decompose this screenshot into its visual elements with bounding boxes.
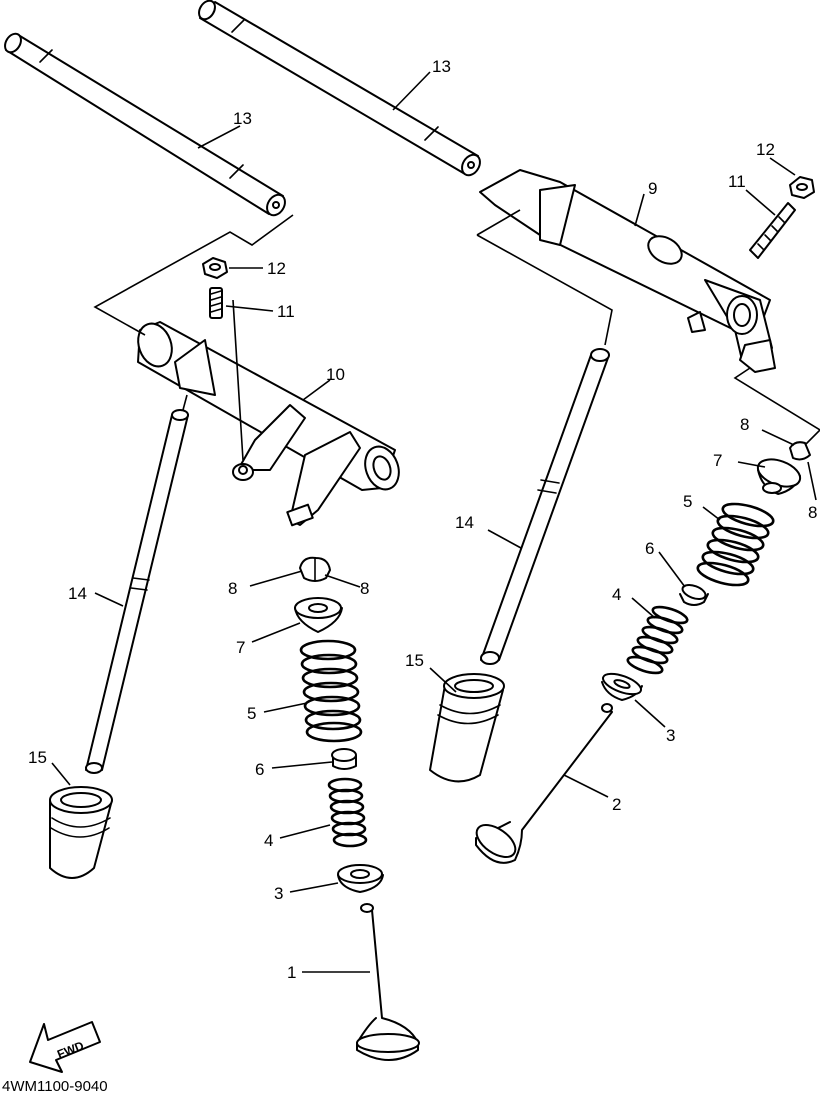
callout-14-left: 14 <box>68 584 87 603</box>
valve-retainer-right <box>756 458 802 495</box>
spring-seat-lower-right <box>601 672 643 701</box>
callout-3-right: 3 <box>666 726 675 745</box>
callout-5-left: 5 <box>247 704 256 723</box>
callout-13-left: 13 <box>233 109 252 128</box>
valve-cotter-left <box>299 556 331 582</box>
outer-spring-left <box>299 639 363 743</box>
valve-lifter-left <box>49 786 113 879</box>
valve-cotter-right <box>789 441 811 461</box>
intake-valve <box>356 903 420 1061</box>
callout-labels: 13 13 12 11 10 9 11 12 8 8 7 5 6 4 3 2 1… <box>28 57 817 982</box>
adjuster-nut-left <box>202 257 228 279</box>
callout-8-left-b: 8 <box>360 579 369 598</box>
spring-seat-upper-right <box>679 584 709 606</box>
callout-1: 1 <box>287 963 296 982</box>
callout-8-left-a: 8 <box>228 579 237 598</box>
callout-7-left: 7 <box>236 638 245 657</box>
forward-direction-arrow: FWD <box>29 1021 101 1073</box>
callout-4-right: 4 <box>612 585 621 604</box>
valve-lifter-right <box>429 673 505 783</box>
leader-lines <box>51 71 817 973</box>
callout-8-right-side: 8 <box>808 503 817 522</box>
callout-10: 10 <box>326 365 345 384</box>
assembly-guide-lines <box>93 209 820 461</box>
rocker-shaft-left <box>4 32 286 217</box>
callout-14-right: 14 <box>455 513 474 532</box>
callout-15-left: 15 <box>28 748 47 767</box>
diagram-code: 4WM1100-9040 <box>2 1078 108 1095</box>
push-rod-right <box>480 348 610 665</box>
callout-12-right: 12 <box>756 140 775 159</box>
valve-retainer-left <box>294 597 343 633</box>
callout-7-right: 7 <box>713 451 722 470</box>
callout-11-left: 11 <box>277 302 295 321</box>
exhaust-valve <box>475 703 613 864</box>
push-rod-left <box>85 409 189 774</box>
callout-5-right: 5 <box>683 492 692 511</box>
callout-11-right: 11 <box>728 172 746 191</box>
inner-spring-left <box>327 777 368 848</box>
rocker-shaft-right <box>198 0 481 177</box>
inner-spring-right <box>626 605 689 675</box>
callout-4-left: 4 <box>264 831 273 850</box>
spring-seat-lower-left <box>337 864 384 893</box>
callout-3-left: 3 <box>274 884 283 903</box>
callout-6-right: 6 <box>645 539 654 558</box>
adjusting-screw-left <box>209 287 223 319</box>
callout-6-left: 6 <box>255 760 264 779</box>
callout-8-right-top: 8 <box>740 415 749 434</box>
callout-13-right: 13 <box>432 57 451 76</box>
spring-seat-upper-left <box>331 748 357 770</box>
rocker-arm-right <box>479 169 776 373</box>
rocker-arm-left <box>137 321 400 527</box>
outer-spring-right <box>696 502 775 587</box>
adjuster-nut-right <box>789 176 815 199</box>
callout-12-left: 12 <box>267 259 286 278</box>
callout-2: 2 <box>612 795 621 814</box>
callout-15-right: 15 <box>405 651 424 670</box>
callout-9: 9 <box>648 179 657 198</box>
adjusting-screw-right <box>749 202 796 259</box>
